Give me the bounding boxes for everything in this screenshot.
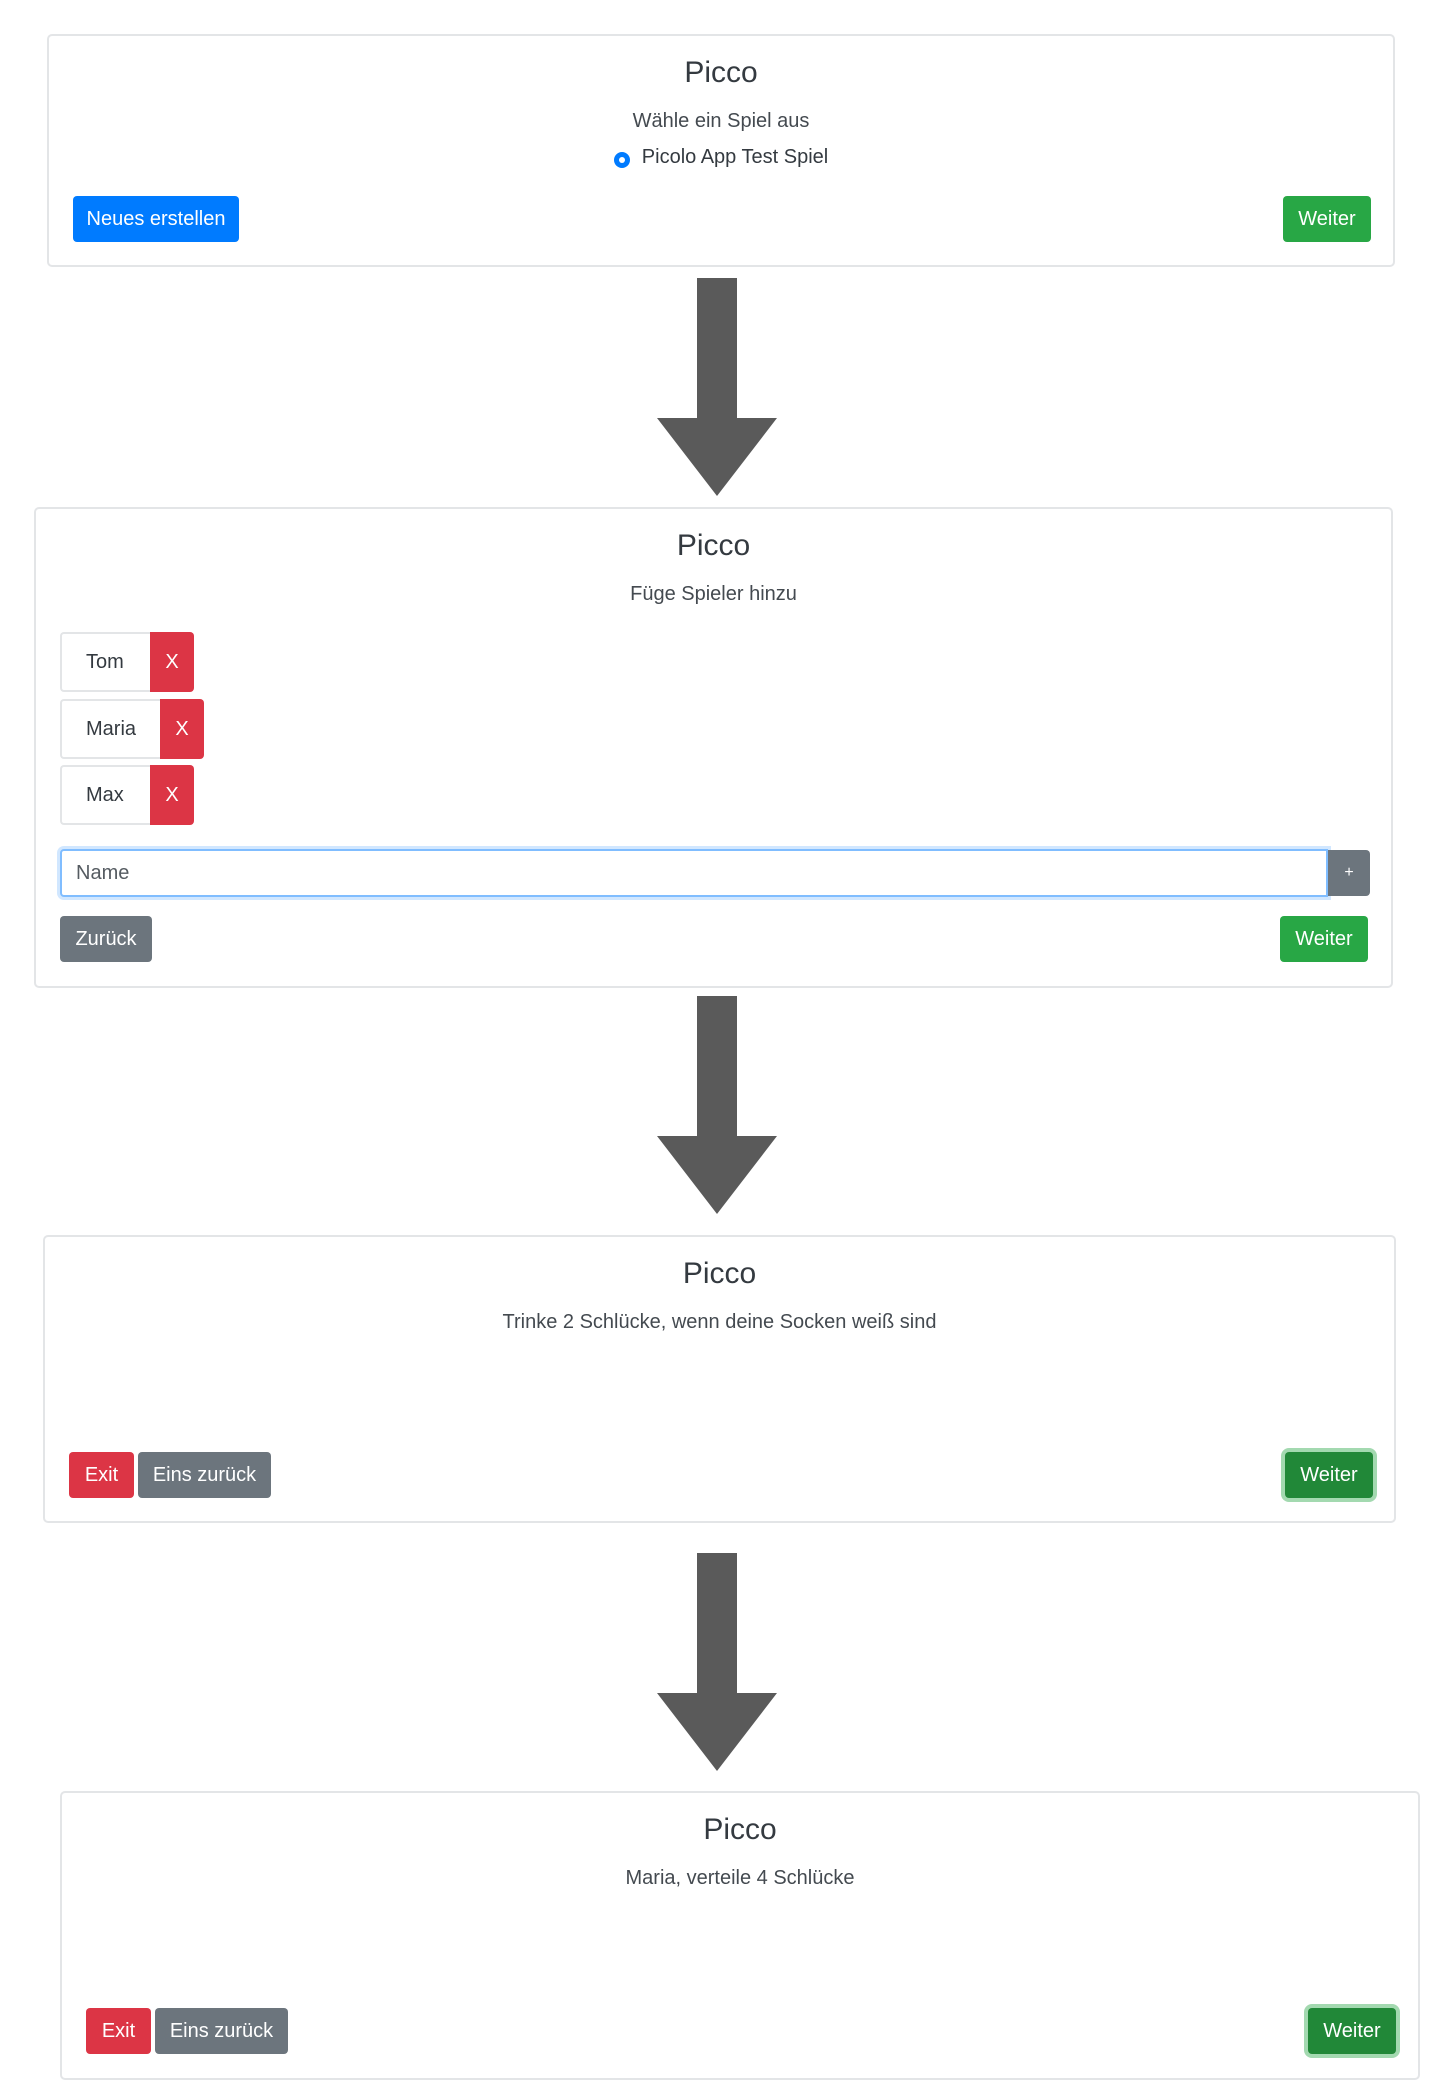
player-name-input[interactable] — [60, 849, 1328, 897]
next-button[interactable]: Weiter — [1285, 1452, 1373, 1498]
arrow-down-icon — [657, 1553, 777, 1771]
remove-player-button[interactable]: X — [150, 765, 194, 825]
exit-button[interactable]: Exit — [86, 2008, 151, 2054]
player-name: Tom — [60, 632, 150, 692]
arrow-down-icon — [657, 278, 777, 496]
page-title: Picco — [684, 56, 758, 89]
back-button[interactable]: Zurück — [60, 916, 152, 962]
player-entry: Maria X — [60, 699, 204, 759]
radio-selected-icon[interactable] — [613, 151, 630, 168]
exit-button[interactable]: Exit — [69, 1452, 134, 1498]
remove-player-button[interactable]: X — [160, 699, 204, 759]
next-button[interactable]: Weiter — [1280, 916, 1368, 962]
game-option-label: Picolo App Test Spiel — [641, 146, 829, 168]
remove-player-button[interactable]: X — [150, 632, 194, 692]
page-title: Picco — [703, 1813, 777, 1846]
card-message: Maria, verteile 4 Schlücke — [625, 1867, 855, 1889]
player-name: Maria — [60, 699, 160, 759]
next-button[interactable]: Weiter — [1283, 196, 1371, 242]
new-game-button[interactable]: Neues erstellen — [73, 196, 239, 242]
next-button[interactable]: Weiter — [1308, 2008, 1396, 2054]
game-card: Picco Maria, verteile 4 Schlücke Exit Ei… — [60, 1791, 1420, 2080]
add-players-card: Picco Füge Spieler hinzu Tom X Maria X M… — [34, 507, 1393, 988]
player-entry: Max X — [60, 765, 194, 825]
game-option[interactable]: Picolo App Test Spiel — [49, 146, 1393, 169]
game-select-card: Picco Wähle ein Spiel aus Picolo App Tes… — [47, 34, 1395, 267]
previous-button[interactable]: Eins zurück — [138, 1452, 271, 1498]
page-title: Picco — [682, 1257, 757, 1290]
previous-button[interactable]: Eins zurück — [155, 2008, 288, 2054]
arrow-down-icon — [657, 996, 777, 1214]
page-title: Picco — [676, 529, 751, 562]
player-entry: Tom X — [60, 632, 194, 692]
player-name: Max — [60, 765, 150, 825]
add-player-button[interactable]: + — [1328, 850, 1370, 896]
page-subtitle: Wähle ein Spiel aus — [632, 110, 810, 132]
page-subtitle: Füge Spieler hinzu — [630, 583, 797, 605]
game-card: Picco Trinke 2 Schlücke, wenn deine Sock… — [43, 1235, 1396, 1523]
card-message: Trinke 2 Schlücke, wenn deine Socken wei… — [502, 1311, 937, 1333]
